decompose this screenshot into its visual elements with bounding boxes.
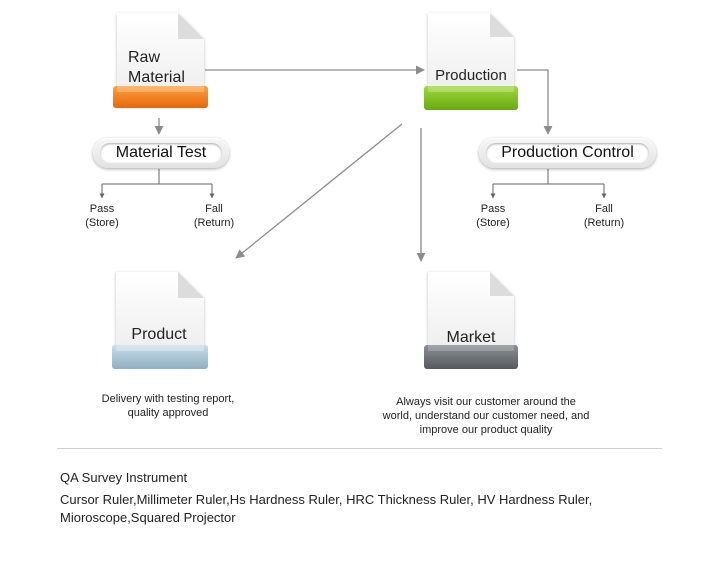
production-doc xyxy=(424,13,518,110)
product-desc-line2: quality approved xyxy=(127,407,209,419)
store-label: (Store) xyxy=(85,217,119,229)
qa-instrument-list: Cursor Ruler,Millimeter Ruler,Hs Hardnes… xyxy=(60,491,660,527)
production-control-branch xyxy=(490,169,607,199)
market-description: Always visit our customer around the wor… xyxy=(356,395,616,437)
material-test-fail: Fall (Return) xyxy=(182,202,246,230)
product-title: Product xyxy=(131,326,187,343)
arrow-production-to-product xyxy=(235,123,403,259)
store-label: (Store) xyxy=(476,217,510,229)
raw-material-title: Raw Material xyxy=(120,48,198,88)
production-control-pill: Production Control xyxy=(479,138,656,168)
product-desc-line1: Delivery with testing report, xyxy=(101,393,235,405)
material-test-pill: Material Test xyxy=(93,138,229,168)
product-description: Delivery with testing report, quality ap… xyxy=(70,392,266,420)
qa-line1: Cursor Ruler,Millimeter Ruler,Hs Hardnes… xyxy=(60,492,593,507)
fail-label: Fall xyxy=(595,203,613,215)
qa-line2: Mioroscope,Squared Projector xyxy=(60,510,236,525)
product-doc xyxy=(112,272,208,369)
market-desc-line2: world, understand our customer need, and xyxy=(382,410,590,422)
pass-label: Pass xyxy=(89,203,115,215)
pass-label: Pass xyxy=(480,203,506,215)
return-label: (Return) xyxy=(193,217,235,229)
qa-title: QA Survey Instrument xyxy=(60,470,188,485)
production-control-pass: Pass (Store) xyxy=(463,202,523,230)
material-test-pass: Pass (Store) xyxy=(72,202,132,230)
market-doc xyxy=(424,272,518,369)
material-test-label: Material Test xyxy=(100,143,222,163)
market-desc-line3: improve our product quality xyxy=(419,424,553,436)
production-title: Production xyxy=(435,67,507,84)
production-control-label: Production Control xyxy=(486,143,649,163)
divider xyxy=(57,448,662,449)
arrow-production-to-control xyxy=(517,69,553,135)
return-label: (Return) xyxy=(583,217,625,229)
material-test-branch xyxy=(99,169,215,199)
market-title: Market xyxy=(446,329,496,346)
market-desc-line1: Always visit our customer around the xyxy=(396,396,576,408)
fail-label: Fall xyxy=(205,203,223,215)
raw-material-line2: Material xyxy=(128,69,185,86)
raw-material-doc xyxy=(113,13,208,108)
production-control-fail: Fall (Return) xyxy=(572,202,636,230)
raw-material-line1: Raw xyxy=(128,49,161,66)
